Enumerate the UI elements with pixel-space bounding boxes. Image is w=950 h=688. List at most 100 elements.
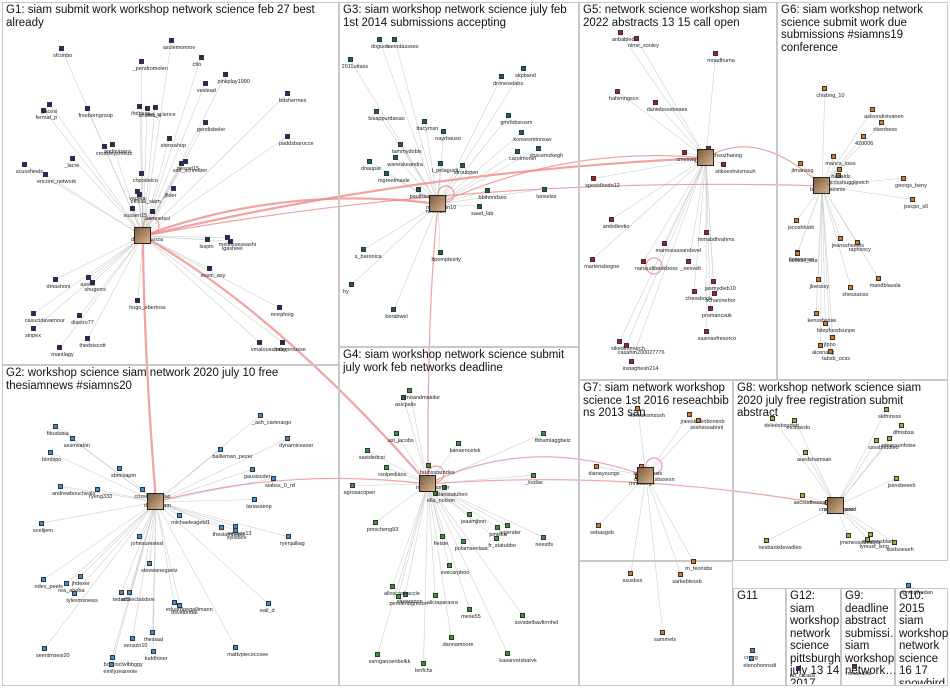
node-sbaesnsblada[interactable] bbox=[868, 531, 874, 537]
node-elenohonnsdi[interactable] bbox=[749, 656, 755, 662]
node-essin_asy[interactable] bbox=[206, 265, 212, 271]
node-ssvsdelbavfirmhel[interactable] bbox=[520, 613, 526, 619]
node-nomansmsssh[interactable] bbox=[635, 406, 641, 412]
node-casucidavamour[interactable] bbox=[30, 311, 36, 317]
node-paulfresneengy[interactable] bbox=[415, 187, 421, 193]
node-assmvalon[interactable] bbox=[69, 435, 75, 441]
node-fermat_p[interactable] bbox=[41, 108, 47, 114]
node-ssnsssonfotse[interactable] bbox=[886, 436, 892, 442]
node-fr_statubbo[interactable] bbox=[494, 536, 500, 542]
node-kanaencetsk[interactable] bbox=[455, 440, 461, 446]
node-crissksngubias[interactable] bbox=[140, 487, 146, 492]
node-dynamiceaser[interactable] bbox=[285, 436, 291, 442]
node-emilyzearenie[interactable] bbox=[109, 661, 115, 667]
node-ssshsssabnnl[interactable] bbox=[696, 418, 702, 424]
node-casahm200027776[interactable] bbox=[623, 342, 629, 348]
node-_ksdas[interactable] bbox=[531, 472, 537, 478]
node-paddsbarucce[interactable] bbox=[285, 133, 290, 139]
hub-avatar-g1[interactable] bbox=[134, 227, 151, 244]
node-ndex_peets[interactable] bbox=[40, 577, 46, 583]
node-pmscheng93[interactable] bbox=[372, 520, 378, 526]
node-420006[interactable] bbox=[860, 133, 866, 139]
node-aliciaparasra[interactable] bbox=[432, 593, 438, 599]
node-bimbipo[interactable] bbox=[48, 449, 54, 455]
node-shugerrs[interactable] bbox=[90, 280, 96, 285]
node-tylesmsnews[interactable] bbox=[72, 590, 78, 596]
node-mese55[interactable] bbox=[467, 606, 473, 612]
node-bisappurdanao[interactable] bbox=[374, 108, 380, 114]
node-mancs_ssss[interactable] bbox=[831, 154, 837, 160]
node-stensahop[interactable] bbox=[166, 135, 172, 141]
node-mamossasandsvel[interactable] bbox=[661, 241, 667, 247]
node-auedshamsan[interactable] bbox=[802, 449, 808, 455]
node-sbscemzkegh[interactable] bbox=[535, 146, 541, 152]
node-syllsbov[interactable] bbox=[232, 527, 238, 533]
node-ryenjalliag[interactable] bbox=[285, 534, 291, 540]
node-rea_aboba[interactable] bbox=[64, 580, 70, 586]
node-schaninehor[interactable] bbox=[711, 291, 717, 297]
hub-avatar-g4[interactable] bbox=[419, 475, 436, 492]
node-jloesssy[interactable] bbox=[815, 277, 821, 283]
node-rienalds[interactable] bbox=[837, 166, 843, 172]
node-senssn10[interactable] bbox=[129, 636, 135, 642]
node-ryeng333[interactable] bbox=[95, 487, 101, 493]
node-jeanssheeels[interactable] bbox=[837, 236, 843, 242]
node-dsvidbridal[interactable] bbox=[177, 602, 183, 608]
node-nesoct15[interactable] bbox=[182, 158, 188, 164]
node-neestfs[interactable] bbox=[541, 534, 547, 540]
node-babyprousse[interactable] bbox=[280, 340, 286, 346]
node-stevwanegsetz[interactable] bbox=[147, 561, 153, 567]
node-konsesmtnnsav[interactable] bbox=[519, 129, 525, 135]
node-sikedimmurch[interactable] bbox=[616, 339, 622, 345]
node-nel_science[interactable] bbox=[152, 105, 158, 111]
node-mattvpiececcsee[interactable] bbox=[233, 645, 239, 651]
node-anbabled[interactable] bbox=[617, 30, 623, 36]
node-ssvsbhddleo[interactable] bbox=[874, 438, 880, 444]
node-sinpex[interactable] bbox=[31, 326, 37, 332]
node-eail_d[interactable] bbox=[265, 601, 271, 607]
node-speeidhodo12[interactable] bbox=[591, 176, 597, 182]
node-alloscasbaccle[interactable] bbox=[389, 583, 395, 589]
node-vmaloussmeer[interactable] bbox=[256, 339, 262, 345]
hub-avatar-g8[interactable] bbox=[827, 497, 844, 514]
node-deleesbsorfan[interactable] bbox=[770, 415, 776, 421]
node-raphsocy[interactable] bbox=[854, 239, 860, 245]
node-siamnetsci[interactable] bbox=[150, 209, 156, 215]
node-chisbng_10[interactable] bbox=[822, 86, 828, 92]
node-ssb_schreiber[interactable] bbox=[178, 161, 184, 167]
node-sammels[interactable] bbox=[660, 630, 666, 636]
node-agrosacopen[interactable] bbox=[349, 483, 355, 489]
node-s_baronica[interactable] bbox=[360, 247, 366, 253]
node-sasinavfresorco[interactable] bbox=[703, 329, 709, 335]
node-bailleman_pezer[interactable] bbox=[218, 446, 224, 452]
node-ltpomptexity[interactable] bbox=[437, 249, 443, 255]
node-nesbankdevadleo[interactable] bbox=[764, 538, 770, 544]
node-hy[interactable] bbox=[348, 282, 354, 288]
node-thesiaal[interactable] bbox=[150, 629, 156, 635]
node-dfmsbsa[interactable] bbox=[899, 423, 905, 429]
node-sheeranon[interactable] bbox=[402, 591, 408, 597]
node-jfider[interactable] bbox=[170, 185, 176, 191]
node-scussheels[interactable] bbox=[21, 161, 27, 167]
node-kasarvorsbarvk[interactable] bbox=[505, 651, 511, 657]
node-sbmisapm[interactable] bbox=[117, 466, 122, 472]
node-cnerg[interactable] bbox=[750, 647, 756, 653]
node-gendisbeler[interactable] bbox=[202, 119, 208, 125]
node-jsscpo_s0[interactable] bbox=[909, 196, 915, 202]
node-sanndassses[interactable] bbox=[392, 37, 398, 43]
node-pendenbgreson[interactable] bbox=[395, 593, 401, 599]
node-sfconbo[interactable] bbox=[59, 46, 65, 52]
node-ascsudbsssa[interactable] bbox=[799, 492, 805, 498]
node-eduardoegallimann[interactable] bbox=[171, 600, 177, 606]
node-jcrlsshugglpvtch[interactable] bbox=[835, 173, 841, 179]
node-nayrbauso[interactable] bbox=[441, 128, 447, 134]
node-johnsuresiesl[interactable] bbox=[137, 533, 143, 539]
node-tanselss[interactable] bbox=[542, 186, 548, 192]
node-sastdedcsi[interactable] bbox=[364, 447, 370, 453]
node-georgs_beny[interactable] bbox=[901, 175, 907, 181]
node-jasmydieb10[interactable] bbox=[710, 279, 716, 285]
node-carolmonel[interactable] bbox=[515, 149, 521, 155]
node-sebasgsb[interactable] bbox=[596, 522, 602, 528]
node-kenssbssse[interactable] bbox=[813, 311, 819, 317]
node-siabss_0_rd[interactable] bbox=[271, 475, 277, 481]
